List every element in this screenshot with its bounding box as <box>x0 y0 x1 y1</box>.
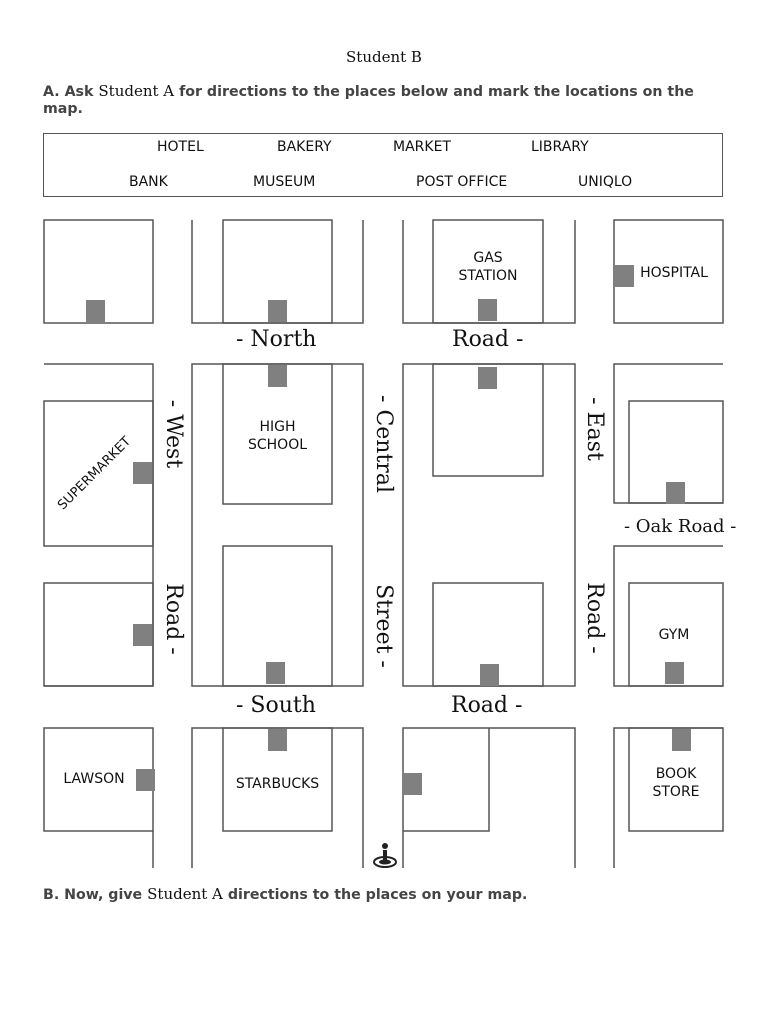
section-b-student: Student A <box>147 885 223 903</box>
lawson-label: LAWSON <box>63 771 125 787</box>
south-road-label-left: - South <box>236 693 316 718</box>
word-bank-box: HOTEL BAKERY MARKET LIBRARY BANK MUSEUM … <box>43 133 723 197</box>
oak-road-label: - Oak Road - <box>624 516 737 537</box>
word-bank-item: BAKERY <box>277 139 332 155</box>
gym-label: GYM <box>658 627 690 643</box>
word-bank-item: MUSEUM <box>253 174 316 190</box>
west-road-label-bottom: Road - <box>161 583 186 655</box>
block-middle-1 <box>191 363 364 687</box>
building-bottom-middle <box>403 728 490 832</box>
block-middle-2 <box>402 363 576 687</box>
door <box>266 662 285 684</box>
building-middle-lower <box>222 545 333 687</box>
section-a-rest: for directions to the places below and m… <box>179 84 694 100</box>
gas-station-label-line2: STATION <box>458 268 518 284</box>
high-school-label-line2: SCHOOL <box>247 437 308 453</box>
high-school-label: HIGH SCHOOL <box>223 418 332 454</box>
word-bank-item: LIBRARY <box>531 139 589 155</box>
section-a-instructions: A. Ask Student A for directions to the p… <box>43 83 725 118</box>
south-road-label-right: Road - <box>451 693 523 718</box>
north-road-label-left: - North <box>236 327 317 352</box>
word-bank-item: MARKET <box>393 139 451 155</box>
word-bank-item: HOTEL <box>157 139 204 155</box>
page-title: Student B <box>346 48 422 66</box>
north-road-label-right: Road - <box>452 327 524 352</box>
gas-station-label: GAS STATION <box>433 249 543 285</box>
door <box>133 624 152 646</box>
word-bank-item: POST OFFICE <box>416 174 508 190</box>
high-school-building <box>222 363 333 505</box>
book-store-building <box>628 727 724 832</box>
door <box>136 769 155 791</box>
section-a-student: Student A <box>98 82 175 100</box>
door <box>268 729 287 751</box>
high-school-label-line1: HIGH <box>259 419 296 435</box>
door <box>665 662 684 684</box>
door <box>666 482 685 504</box>
starbucks-building <box>222 727 333 832</box>
map-lines <box>43 219 724 868</box>
section-a-ask: A. Ask <box>43 84 94 100</box>
you-are-here-icon <box>373 843 397 868</box>
east-road-label-top: - East <box>582 397 607 461</box>
door <box>672 729 691 751</box>
starbucks-label: STARBUCKS <box>235 776 320 792</box>
door <box>615 265 634 287</box>
block-left-lower <box>43 582 154 687</box>
block-top-left <box>43 219 154 324</box>
door <box>403 773 422 795</box>
hospital-building <box>613 219 724 324</box>
supermarket-building <box>43 400 154 547</box>
door <box>480 664 499 686</box>
book-store-label: BOOK STORE <box>629 765 723 801</box>
hospital-label: HOSPITAL <box>640 265 708 281</box>
door <box>86 300 105 322</box>
gas-station-label-line1: GAS <box>473 250 503 266</box>
door <box>478 367 497 389</box>
gas-station-building <box>432 219 544 324</box>
door <box>478 299 497 321</box>
gym-building <box>628 582 724 687</box>
word-bank-item: BANK <box>129 174 168 190</box>
book-store-label-line1: BOOK <box>655 766 697 782</box>
central-street-label-bottom: Street - <box>371 584 396 668</box>
word-bank-item: UNIQLO <box>578 174 633 190</box>
east-road-label-bottom: Road - <box>582 582 607 654</box>
door <box>133 462 152 484</box>
central-street-label-top: - Central <box>371 395 396 493</box>
door <box>268 365 287 387</box>
building-middle-upper <box>432 363 544 477</box>
book-store-label-line2: STORE <box>652 784 700 800</box>
section-b-instructions: B. Now, give Student A directions to the… <box>43 886 725 904</box>
door-markers <box>86 265 691 795</box>
section-a-rest-2: map. <box>43 101 83 117</box>
door <box>268 300 287 322</box>
block-top-2 <box>222 219 333 324</box>
section-b-bold: B. Now, give <box>43 887 143 903</box>
section-b-rest: directions to the places on your map. <box>227 887 528 903</box>
west-road-label-top: - West <box>161 399 186 469</box>
